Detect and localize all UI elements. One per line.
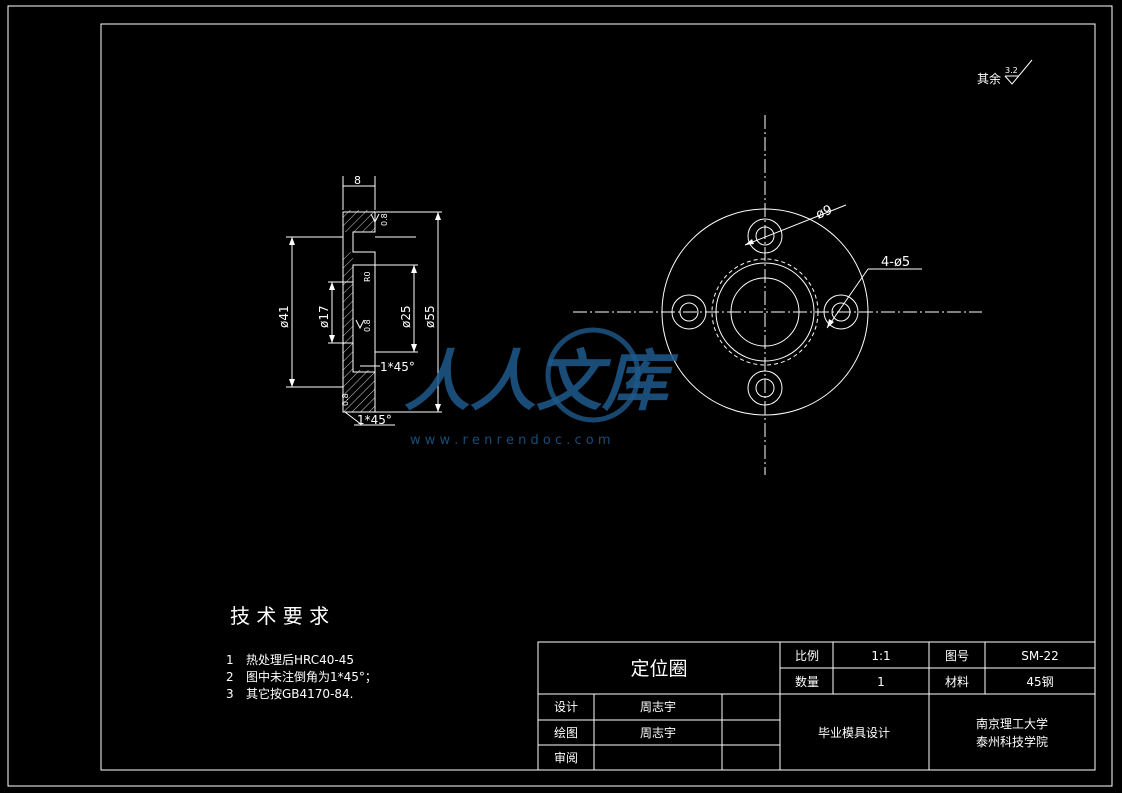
req-2-text: 图中未注倒角为1*45°； [246,669,377,684]
watermark-logo-ring [545,327,641,423]
watermark-url: w w w . r e n r e n d o c . c o m [410,433,611,448]
part-name: 定位圈 [630,658,687,680]
dim-chamfer-low: 0.8 [341,393,350,406]
qty-value: 1 [877,675,885,689]
dim-chamfer-top: 0.8 [380,213,389,226]
req-1-text: 热处理后HRC40-45 [246,653,354,667]
front-view: ø9 4-ø5 [573,115,982,475]
req-2-num: 2 [226,670,234,684]
bolt-hole-bottom [747,370,783,406]
dim-chamfer-bottom: 1*45° [357,413,392,427]
tech-title: 技 术 要 求 [230,604,329,628]
req-3-text: 其它按GB4170-84. [246,686,354,701]
dim-hole-d: ø9 [814,203,835,223]
qty-label: 数量 [795,674,819,689]
bore-circle-inner [730,277,800,347]
dim-width-top: 8 [354,174,361,187]
dim-d17: ø17 [317,305,331,328]
hidden-circle [711,258,819,366]
outer-circle [661,208,869,416]
hatch-web [343,252,353,370]
watermark: 人人文库 w w w . r e n r e n d o c . c o m [404,327,679,448]
drawing-no-label: 图号 [945,649,969,663]
scale-value: 1:1 [871,649,890,663]
tech-requirements: 技 术 要 求 1 热处理后HRC40-45 2 图中未注倒角为1*45°； 3… [226,604,377,701]
req-1-num: 1 [226,653,234,667]
req-3-num: 3 [226,687,234,701]
material-label: 材料 [945,675,969,689]
bore-circle-outer [715,262,815,362]
material-value: 45钢 [1026,675,1053,689]
hatch-bottom [343,370,375,412]
draw-label: 绘图 [554,725,578,740]
section-view: 8 0.8 ø41 ø17 ø25 ø55 R0 0.8 1*45° 0.8 1… [277,174,442,427]
roughness-label: 其余 [977,71,1001,86]
hatch-top [343,210,375,232]
design-label: 设计 [554,700,578,714]
watermark-text: 人人文库 [404,343,679,420]
draw-name: 周志宇 [640,726,676,740]
roughness-symbol: 其余 3.2 [977,59,1033,86]
bolt-hole-right [823,294,859,330]
dim-surface-inner: 0.8 [363,319,372,332]
outer-border [7,5,1113,787]
school-line2: 泰州科技学院 [976,734,1048,749]
bolt-hole-top [747,218,783,254]
review-label: 审阅 [554,750,578,765]
dim-d41: ø41 [277,305,291,328]
school-line1: 南京理工大学 [976,716,1048,731]
roughness-value: 3.2 [1005,66,1018,75]
drawing-no-value: SM-22 [1021,649,1059,663]
dim-holes: 4-ø5 [881,255,910,270]
design-name: 周志宇 [640,700,676,714]
dim-chamfer-mid: 1*45° [380,360,415,374]
title-block: 定位圈 比例 1:1 图号 SM-22 数量 1 材料 45钢 设计 周志宇 绘… [537,641,1096,771]
dim-r-inner: R0 [363,271,372,282]
dim-d55: ø55 [423,305,437,328]
project-name: 毕业模具设计 [818,726,890,740]
bolt-hole-left [671,294,707,330]
dim-d25: ø25 [399,305,413,328]
scale-label: 比例 [795,649,819,663]
